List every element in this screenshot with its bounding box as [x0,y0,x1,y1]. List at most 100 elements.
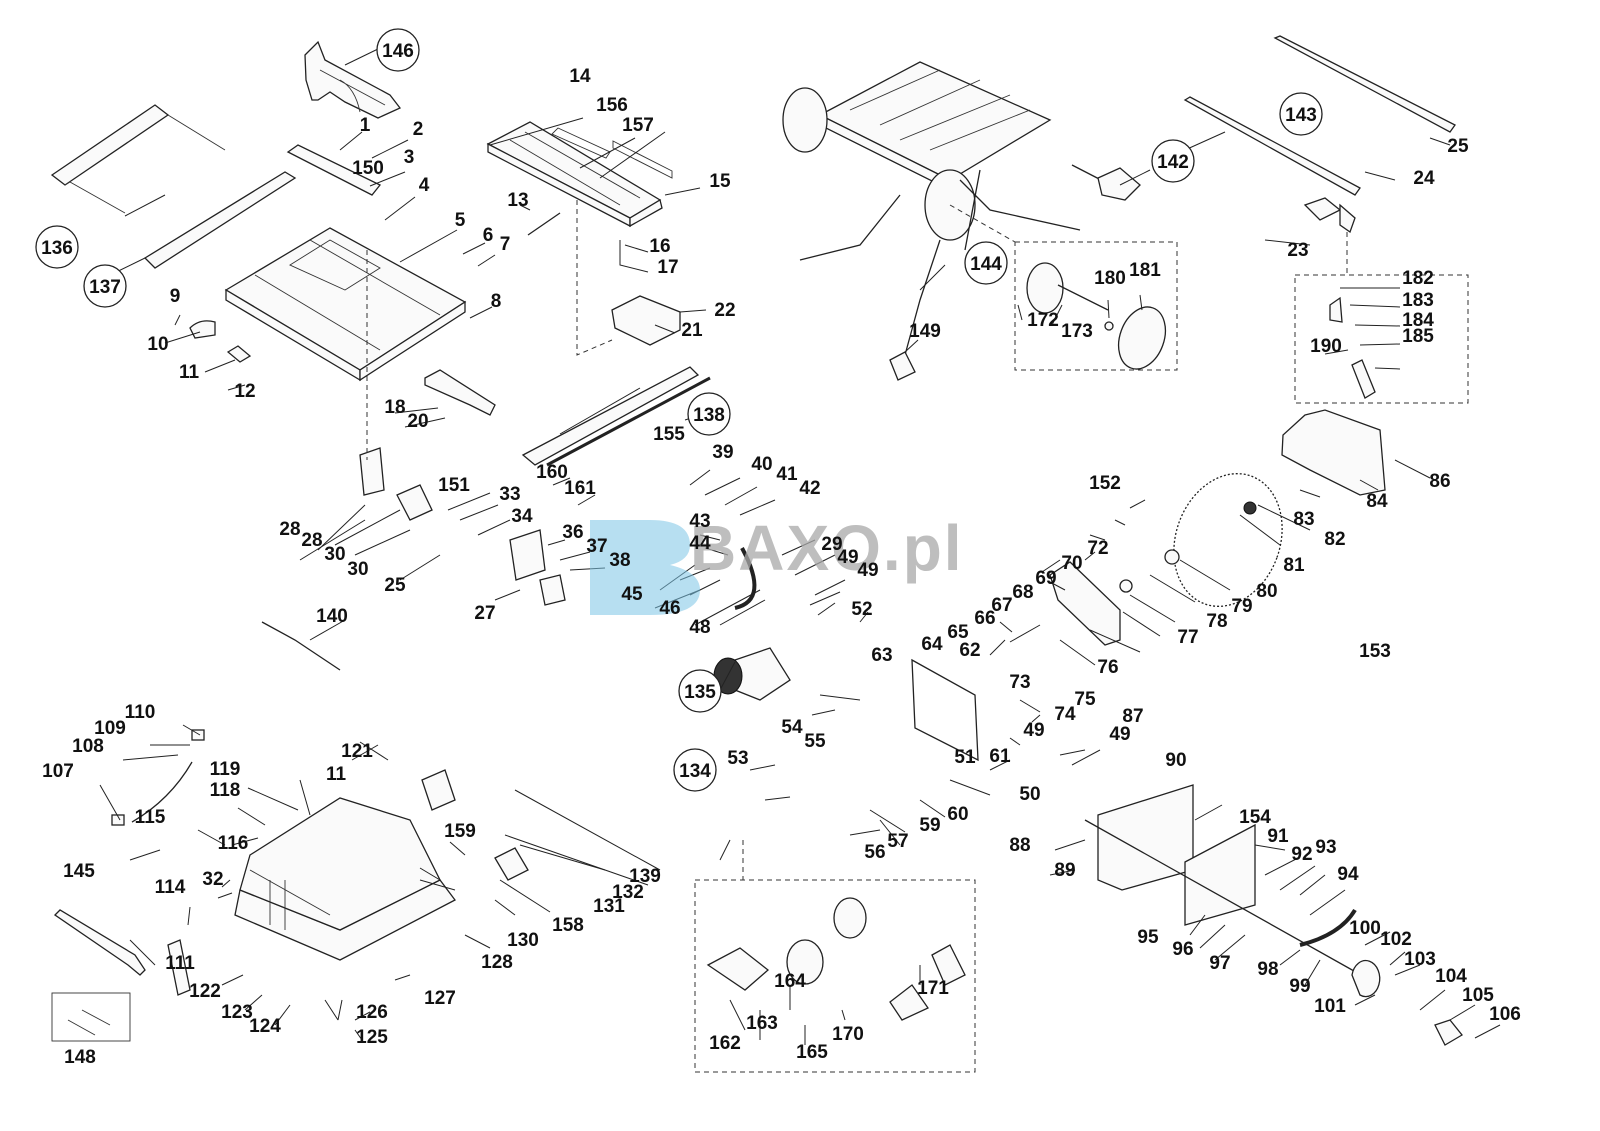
part-label: 34 [511,506,533,527]
miter-gauge-part [1071,164,1141,201]
part-label: 68 [1012,582,1033,603]
switch-part [509,529,546,581]
part-label: 55 [804,731,826,752]
part-label: 40 [751,454,772,475]
part-label: 172 [1027,310,1059,331]
part-label: 190 [1310,336,1342,357]
part-label: 107 [42,761,74,782]
part-label: 104 [1435,966,1467,987]
part-label: 60 [947,804,968,825]
part-label: 114 [155,877,186,898]
motor-housing-part [706,947,770,991]
part-label: 79 [1231,596,1252,617]
dust-hose-part [131,761,193,823]
part-label: 57 [887,831,908,852]
part-label: 49 [857,560,878,581]
front-rail-part [521,366,711,467]
part-label: 162 [709,1033,741,1054]
assembly-callout-134: 134 [673,748,717,792]
part-label: 46 [659,598,680,619]
part-label: 90 [1165,750,1186,771]
part-label: 171 [917,978,949,999]
callout-number: 138 [693,405,725,426]
callout-number: 142 [1157,152,1189,173]
saw-blade-part [1173,473,1283,607]
watermark-text: BAXO.pl [690,512,964,584]
part-label: 62 [959,640,980,661]
part-label: 91 [1267,826,1289,847]
part-label: 13 [507,190,528,211]
callout-number: 146 [382,41,414,62]
part-label: 21 [681,320,703,341]
cord-wrap-part [421,769,456,811]
part-label: 165 [796,1042,828,1063]
part-label: 10 [147,334,168,355]
motor-kit-box [694,879,976,1073]
part-label: 18 [384,397,405,418]
part-label: 77 [1177,627,1198,648]
mount-plate-part [359,447,385,496]
callout-circle [678,669,722,713]
bracket-part [226,345,252,363]
part-label: 11 [326,764,347,785]
part-label: 30 [347,559,368,580]
holder-part [167,939,191,996]
part-label: 7 [500,234,511,255]
part-label: 126 [356,1002,388,1023]
part-label: 27 [474,603,495,624]
part-label: 17 [657,257,678,278]
leader-lines [99,47,1501,1045]
part-label: 70 [1061,553,1082,574]
part-label: 131 [593,896,625,917]
part-label: 4 [419,175,430,196]
extension-wing-part [50,104,226,214]
knob-part [1434,1019,1463,1046]
bushing-part [1119,579,1133,593]
part-label: 157 [622,115,654,136]
part-label: 3 [404,147,415,168]
part-label: 56 [864,842,885,863]
part-label: 49 [1023,720,1044,741]
part-label: 45 [621,584,643,605]
part-label: 44 [689,533,711,554]
switch-knob-part [539,574,566,606]
part-label: 16 [649,236,670,257]
part-label: 164 [774,971,806,992]
callout-number: 143 [1285,105,1317,126]
part-label: 51 [954,747,976,768]
part-label: 72 [1087,538,1108,559]
part-label: 103 [1404,949,1436,970]
part-label: 74 [1054,704,1076,725]
mobile-stand-part [782,61,1081,381]
hubcap-part [1026,262,1064,314]
part-label: 105 [1462,985,1494,1006]
part-label: 159 [444,821,476,842]
part-label: 59 [919,815,940,836]
rip-fence-part [1183,35,1456,234]
part-label: 108 [72,736,104,757]
stator-part [786,939,824,985]
part-label: 154 [1239,807,1271,828]
part-label: 100 [1349,918,1381,939]
callout-circle [1151,139,1195,183]
part-label: 155 [653,424,685,445]
part-label: 76 [1097,657,1118,678]
part-label: 149 [909,321,941,342]
hardware-kit-box [51,992,131,1042]
pin-part [527,212,561,236]
part-label: 181 [1129,260,1161,281]
part-label: 139 [629,866,661,887]
assembly-callout-142: 142 [1151,139,1195,183]
part-label: 94 [1337,864,1359,885]
part-label: 130 [507,930,539,951]
dust-shroud-part [1281,409,1386,496]
wheel-kit-box [1014,241,1178,371]
part-label: 1 [360,115,371,136]
part-label: 30 [324,544,345,565]
saw-base-part [234,797,456,961]
part-label: 49 [837,547,858,568]
axle-washer-part [1104,321,1114,331]
assembly-callout-144: 144 [964,241,1008,285]
